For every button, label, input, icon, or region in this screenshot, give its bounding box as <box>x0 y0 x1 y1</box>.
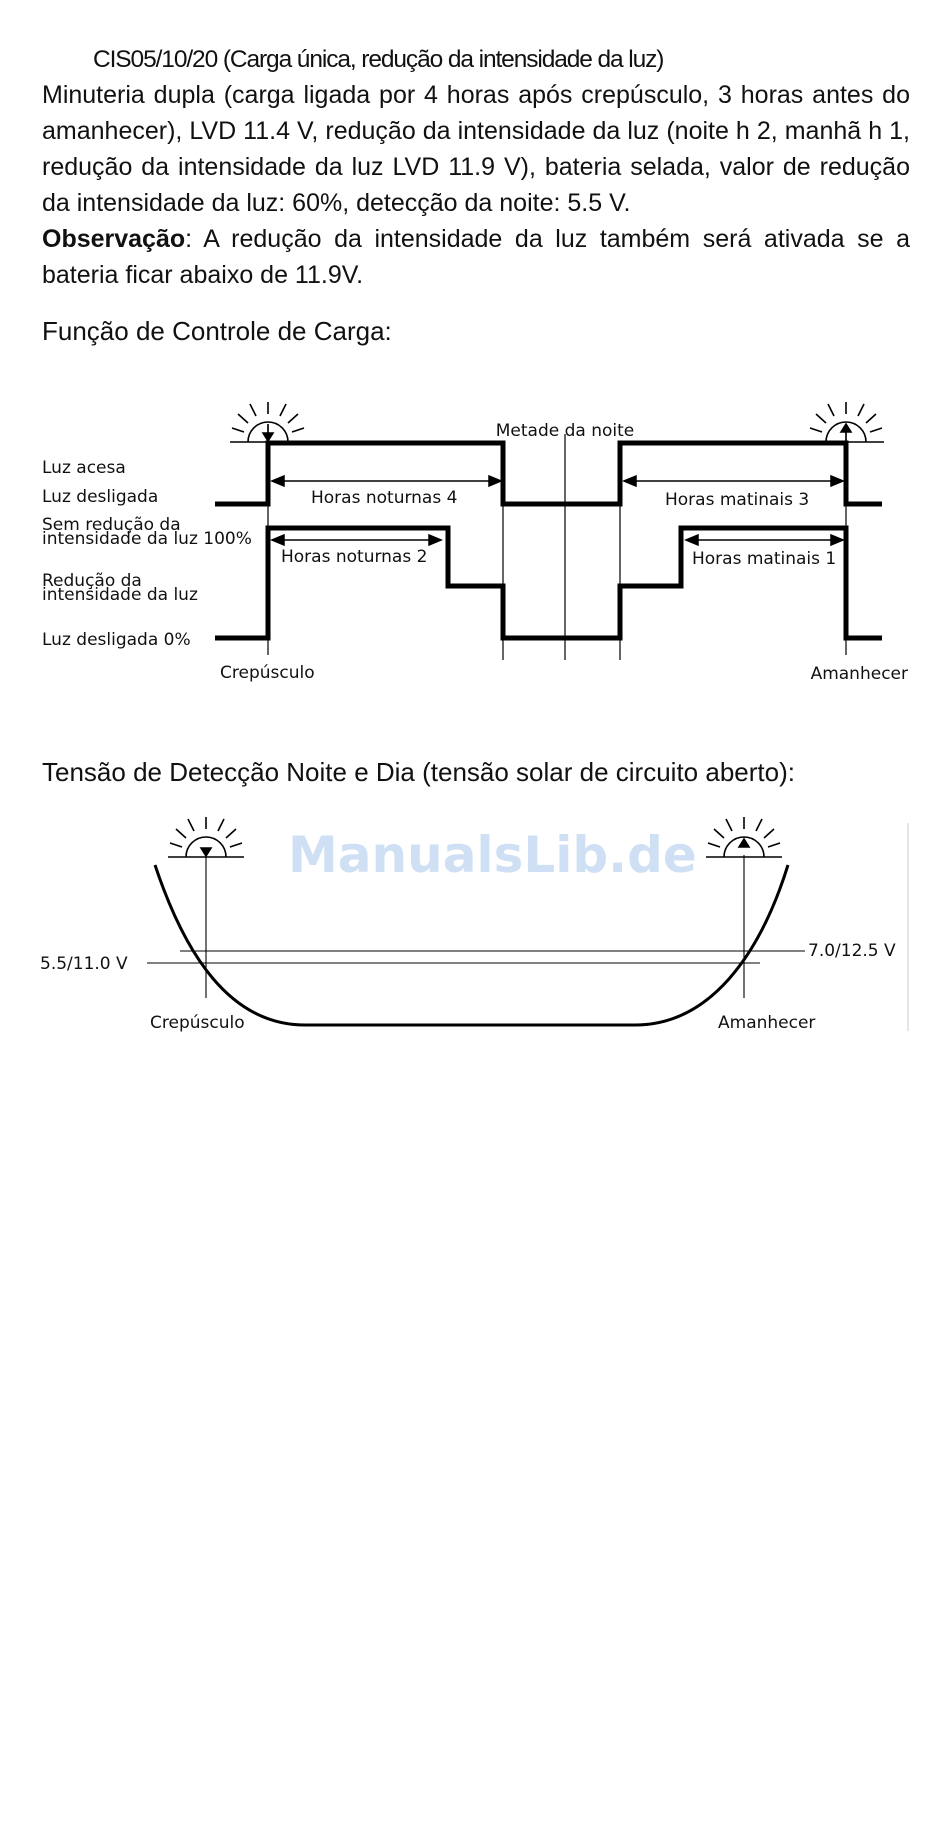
label-dim-line1: Redução da <box>42 571 142 591</box>
label-night-hours-2: Horas noturnas 2 <box>281 547 427 567</box>
sun-rising-icon <box>706 817 782 858</box>
sun-rising-icon <box>808 402 884 443</box>
load-control-title: Função de Controle de Carga: <box>42 316 392 346</box>
label-dawn: Amanhecer <box>811 664 908 684</box>
description-text: Minuteria dupla (carga ligada por 4 hora… <box>42 77 910 293</box>
label-dusk: Crepúsculo <box>150 1013 245 1033</box>
label-left-voltage: 5.5/11.0 V <box>40 954 128 974</box>
label-morning-hours-3: Horas matinais 3 <box>665 490 809 510</box>
section-heading: CIS05/10/20 (Carga única, redução da int… <box>93 46 664 73</box>
note-paragraph: Observação: A redução da intensidade da … <box>42 221 910 293</box>
solar-voltage-curve <box>153 864 790 1027</box>
label-no-dim-line1: Sem redução da <box>42 515 181 535</box>
label-off-zero: Luz desligada 0% <box>42 630 191 650</box>
label-dusk: Crepúsculo <box>220 663 315 683</box>
label-dim-line2: intensidade da luz <box>42 585 198 605</box>
label-light-on: Luz acesa <box>42 458 126 478</box>
load-control-diagram: Luz acesa Luz desligada Sem redução da i… <box>42 402 908 684</box>
detection-title: Tensão de Detecção Noite e Dia (tensão s… <box>42 757 795 787</box>
watermark: ManualsLib.de <box>288 826 697 884</box>
dimming-waveform <box>215 525 882 641</box>
detection-diagram: 5.5/11.0 V 7.0/12.5 V Crepúsculo Amanhec… <box>40 817 909 1033</box>
label-midnight: Metade da noite <box>496 421 635 441</box>
description-paragraph: Minuteria dupla (carga ligada por 4 hora… <box>42 81 910 217</box>
sun-setting-icon <box>230 402 306 443</box>
label-light-off: Luz desligada <box>42 487 158 507</box>
label-dawn: Amanhecer <box>718 1013 815 1033</box>
note-label: Observação <box>42 225 186 253</box>
label-night-hours-4: Horas noturnas 4 <box>311 488 457 508</box>
sun-setting-icon <box>168 817 244 858</box>
label-morning-hours-1: Horas matinais 1 <box>692 549 836 569</box>
label-right-voltage: 7.0/12.5 V <box>808 941 896 961</box>
label-no-dim-line2: intensidade da luz 100% <box>42 529 252 549</box>
note-text: : A redução da intensidade da luz também… <box>42 225 910 289</box>
